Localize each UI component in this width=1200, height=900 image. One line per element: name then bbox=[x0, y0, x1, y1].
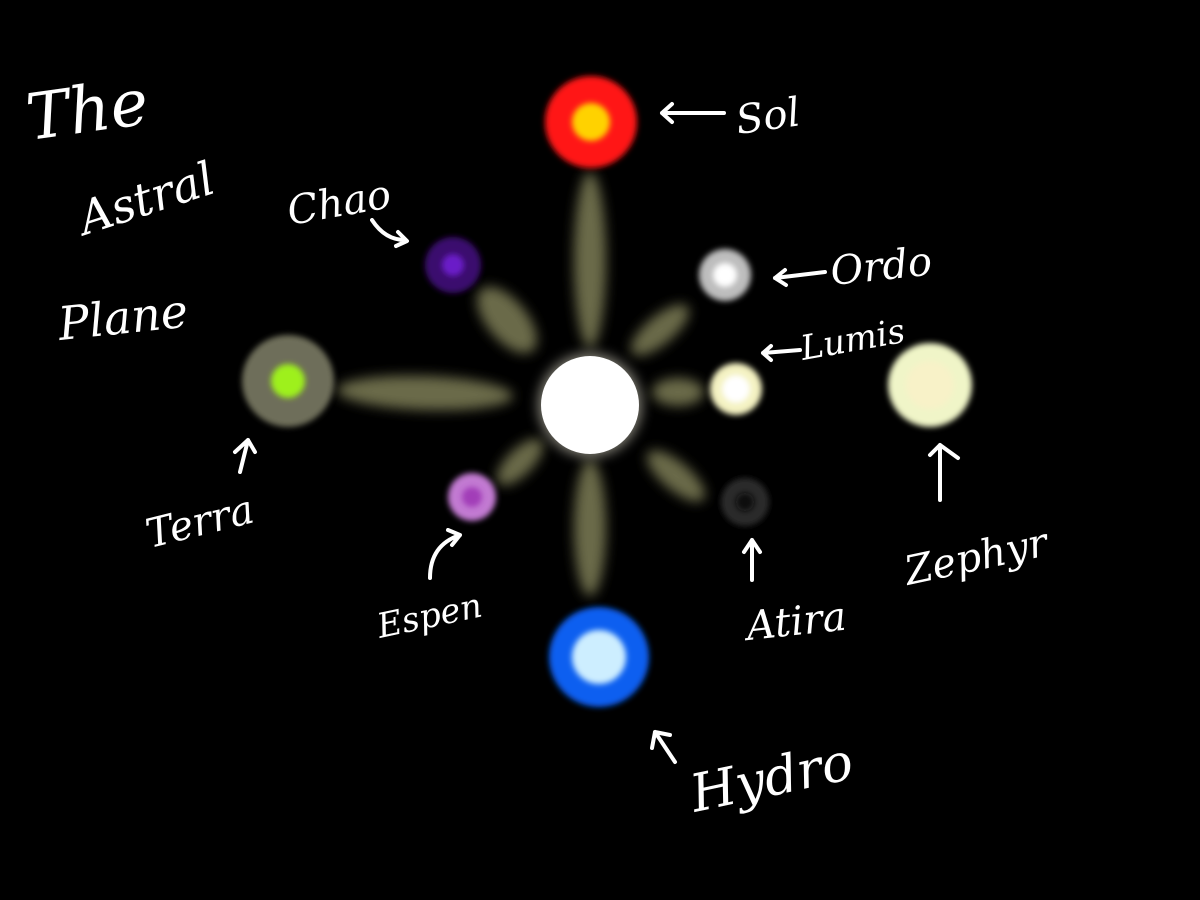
lumis-label: Lumis bbox=[797, 311, 908, 369]
sol-arrow bbox=[660, 102, 726, 124]
diagram-title: The Astral Plane bbox=[22, 66, 221, 351]
sol-label: Sol bbox=[733, 89, 803, 143]
terra-label: Terra bbox=[141, 487, 258, 558]
ordo-body bbox=[699, 249, 751, 301]
spoke-7 bbox=[496, 438, 544, 486]
chao-arrow bbox=[370, 218, 409, 248]
title-line-3: Plane bbox=[55, 284, 191, 351]
espen-arrow bbox=[428, 528, 462, 580]
atira-arrow bbox=[742, 538, 762, 582]
zephyr-body bbox=[888, 343, 972, 427]
sol-core bbox=[572, 103, 610, 141]
bodies bbox=[242, 76, 972, 707]
ordo-label: Ordo bbox=[828, 239, 934, 295]
zephyr-core bbox=[906, 361, 954, 409]
hydro-label: Hydro bbox=[684, 732, 858, 825]
terra-body bbox=[242, 335, 334, 427]
spoke-6 bbox=[652, 378, 704, 406]
espen-label: Espen bbox=[373, 586, 486, 647]
labels: Sol Chao Ordo Lumis Zephyr Terra Espen A… bbox=[141, 89, 1054, 825]
spokes bbox=[337, 172, 706, 596]
chao-core bbox=[442, 254, 464, 276]
terra-core bbox=[271, 364, 305, 398]
central-body bbox=[538, 353, 642, 457]
lumis-core bbox=[722, 375, 750, 403]
zephyr-arrow bbox=[928, 443, 960, 502]
atira-label: Atira bbox=[740, 594, 848, 651]
spoke-2 bbox=[574, 460, 606, 596]
zephyr-label: Zephyr bbox=[899, 519, 1055, 595]
lumis-body bbox=[710, 363, 762, 415]
espen-body bbox=[448, 473, 496, 521]
hydro-body bbox=[549, 607, 649, 707]
central-body-core bbox=[541, 356, 639, 454]
spoke-8 bbox=[646, 450, 706, 502]
title-line-1: The bbox=[22, 66, 153, 156]
ordo-core bbox=[713, 263, 737, 287]
hydro-core bbox=[572, 630, 626, 684]
atira-core bbox=[736, 493, 754, 511]
hydro-arrow bbox=[650, 730, 677, 764]
terra-arrow bbox=[233, 438, 257, 474]
spoke-1 bbox=[574, 172, 606, 348]
spoke-3 bbox=[337, 375, 513, 411]
ordo-arrow bbox=[773, 268, 827, 287]
title-line-2: Astral bbox=[68, 151, 221, 247]
lumis-arrow bbox=[761, 344, 802, 362]
sol-body bbox=[545, 76, 637, 168]
atira-body bbox=[721, 478, 769, 526]
spoke-4 bbox=[477, 286, 537, 354]
spoke-5 bbox=[630, 304, 690, 356]
espen-core bbox=[462, 487, 482, 507]
chao-body bbox=[425, 237, 481, 293]
